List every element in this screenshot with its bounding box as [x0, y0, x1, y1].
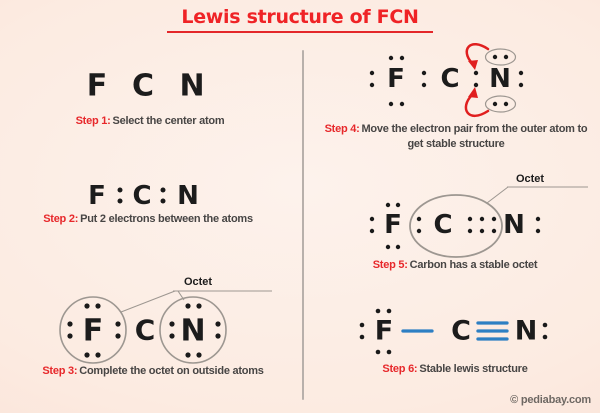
watermark: © pediabay.com [510, 394, 591, 406]
atom-n-label: N [515, 316, 538, 347]
lone-pair-dots [369, 202, 401, 250]
electron-pair-circle-top [484, 48, 517, 66]
header: Lewis structure of FCN [0, 6, 600, 33]
step-1-caption: Step 1:Select the center atom [30, 114, 270, 129]
step-6-caption: Step 6:Stable lewis structure [330, 362, 580, 377]
octet-callout-line [486, 186, 509, 204]
lone-pair-dots [359, 308, 548, 355]
step-2-label: Step 2: [43, 213, 79, 225]
bond-pair-dots [421, 70, 479, 88]
step-1-formula: F C N [87, 69, 205, 104]
page-title: Lewis structure of FCN [167, 6, 433, 33]
atom-f-label: F [87, 69, 108, 104]
step-4-text: Move the electron pair from the outer at… [361, 123, 588, 150]
step-5-caption: Step 5:Carbon has a stable octet [330, 258, 580, 273]
step-2-caption: Step 2:Put 2 electrons between the atoms [40, 212, 256, 227]
step-1-label: Step 1: [75, 115, 111, 127]
step-5-diagram: Octet F C N [369, 173, 588, 258]
octet-label: Octet [184, 276, 212, 288]
step-6-text: Stable lewis structure [419, 363, 528, 375]
atom-c-label: C [451, 316, 471, 347]
bond-pair-dots [416, 216, 422, 234]
step-3-text: Complete the octet on outside atoms [79, 365, 264, 377]
lone-pair-dots [535, 216, 541, 234]
electron-shift-arrow-bottom [464, 87, 490, 118]
step-2-structure: F C N [88, 181, 199, 211]
step-3-caption: Step 3:Complete the octet on outside ato… [28, 364, 278, 379]
triple-bond-dots [467, 216, 497, 234]
electron-shift-arrow-top [465, 43, 490, 70]
lone-pair-dots [492, 54, 524, 107]
atom-n-label: N [503, 210, 525, 240]
column-divider [302, 50, 304, 400]
atom-n-label: N [489, 64, 511, 94]
atom-c-label: C [440, 64, 459, 94]
step-2-text: Put 2 electrons between the atoms [80, 213, 253, 225]
atom-c-label: C [132, 69, 154, 104]
octet-callout-line [177, 290, 185, 301]
lone-pair-dots [369, 55, 405, 107]
octet-circle-c [409, 194, 503, 258]
lone-pair-dots [185, 303, 221, 358]
step-5-text: Carbon has a stable octet [409, 259, 538, 271]
step-4-diagram: F C N [369, 43, 524, 118]
bond-pair-dots [160, 187, 166, 204]
atom-f-label: F [387, 64, 405, 94]
octet-circle-f [59, 296, 127, 364]
atom-c-label: C [433, 210, 452, 240]
step-6-label: Step 6: [382, 363, 418, 375]
atom-f-label: F [88, 181, 106, 211]
atom-f-label: F [83, 314, 104, 349]
bond-pair-dots [117, 187, 123, 204]
step-4-caption: Step 4:Move the electron pair from the o… [324, 122, 588, 152]
atom-n-label: N [177, 181, 199, 211]
triple-bond [476, 321, 509, 341]
step-1-text: Select the center atom [112, 115, 225, 127]
electron-pair-circle-bottom [484, 95, 517, 113]
atom-c-label: C [132, 181, 151, 211]
atom-n-label: N [179, 69, 204, 104]
lone-pair-dots [67, 303, 101, 358]
step-3-label: Step 3: [42, 365, 78, 377]
step-5-label: Step 5: [372, 259, 408, 271]
atom-f-label: F [375, 316, 393, 347]
step-3-diagram: Octet F C N [59, 276, 272, 364]
octet-callout-line [120, 290, 176, 313]
step-6-diagram: F C N [359, 308, 548, 355]
atom-f-label: F [384, 210, 402, 240]
atom-c-label: C [135, 314, 156, 347]
bond-pair-dots [115, 321, 175, 339]
atom-n-label: N [180, 314, 205, 349]
octet-label: Octet [516, 173, 544, 185]
octet-circle-n [159, 296, 227, 364]
step-4-label: Step 4: [324, 123, 360, 135]
